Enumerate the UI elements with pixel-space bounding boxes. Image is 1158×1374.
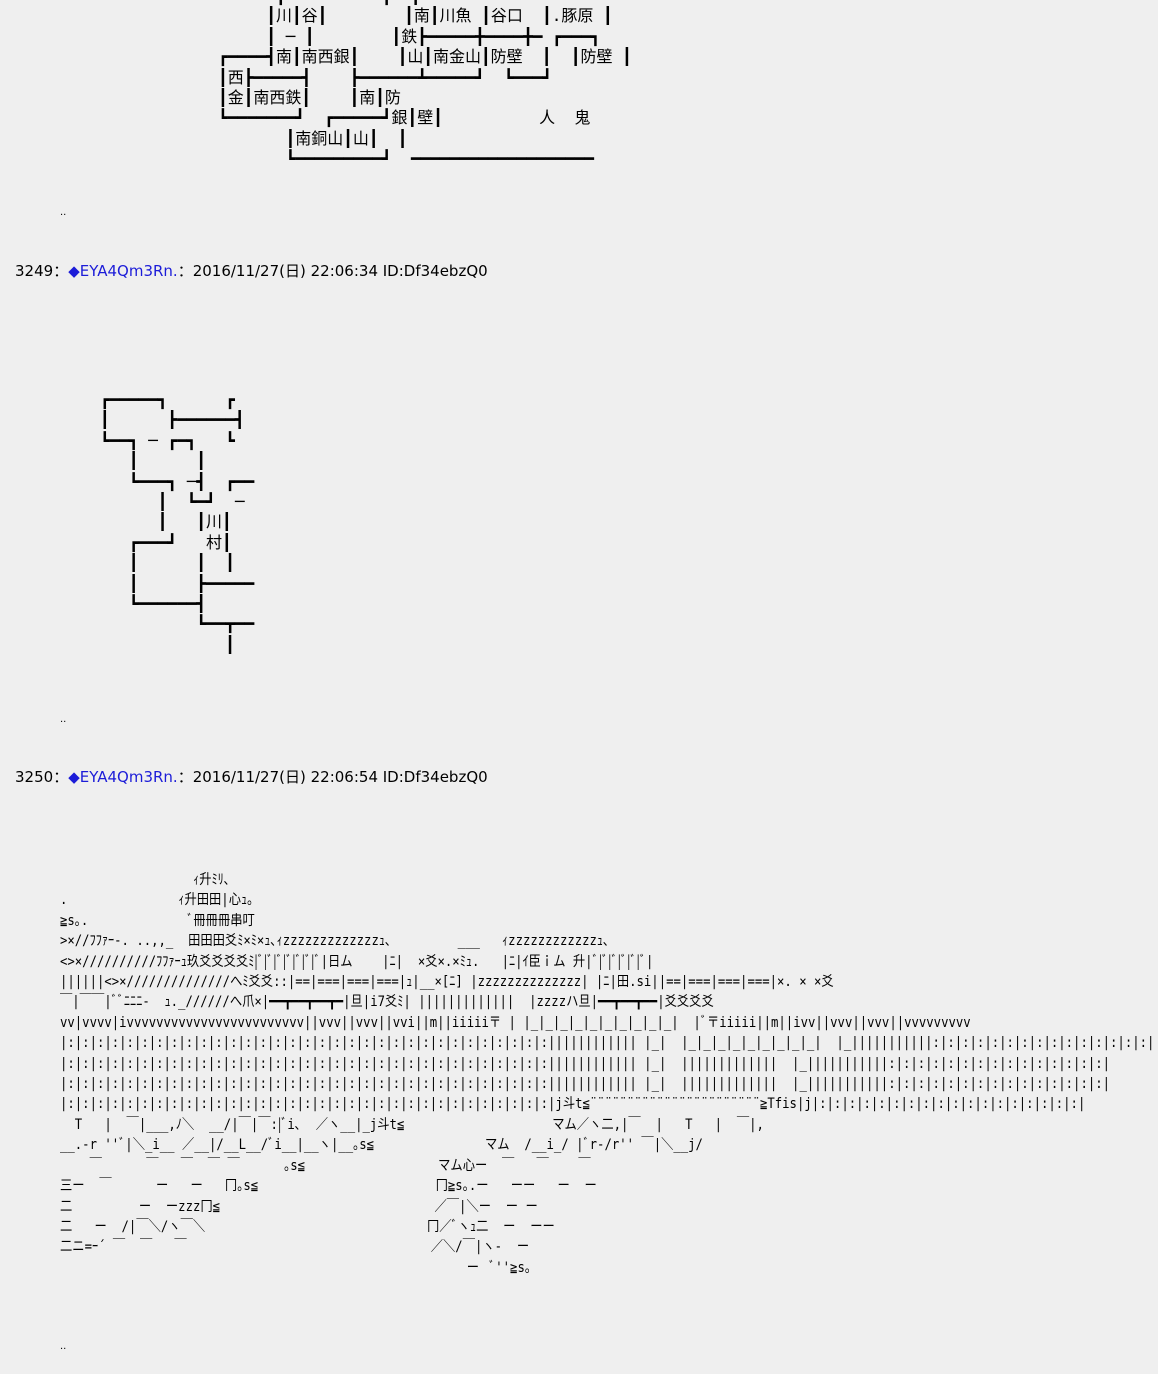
post-number[interactable]: 3250 — [15, 768, 54, 786]
post-trip[interactable]: ◆EYA4Qm3Rn. — [68, 262, 178, 280]
map-ascii-art-top: ┗━━━━━┛ ┏━━━━━━━━━━┓ ┃ ┗━━━┛ ┃川┃谷┃ ┃南┃川魚… — [189, 0, 632, 169]
separator-dots: .. — [60, 1341, 67, 1352]
post-header: 3250：◆EYA4Qm3Rn.：2016/11/27(日) 22:06:54 … — [15, 768, 488, 786]
post-trip[interactable]: ◆EYA4Qm3Rn. — [68, 768, 178, 786]
post-number[interactable]: 3249 — [15, 262, 54, 280]
post-ascii-art: ┏━━━━━┓ ┏ ┃ ┣━━━━━━┫ ┗━━┓ ─ ┏━┓ ┗ ┃ ┃ ┗━… — [100, 390, 255, 654]
separator-dots: .. — [60, 207, 67, 218]
post-separator: ： — [53, 262, 69, 280]
scene-ascii-art: ｨ升ﾐﾘ､ . ｨ升田田|心ｭ｡ ≧s｡. ﾞ冊冊冊串叮 >×//ﾌﾌｧｰ-. … — [60, 872, 1155, 1276]
post-header: 3249：◆EYA4Qm3Rn.：2016/11/27(日) 22:06:34 … — [15, 262, 488, 280]
post-separator: ： — [53, 768, 69, 786]
post-meta: ：2016/11/27(日) 22:06:34 ID:Df34ebzQ0 — [177, 262, 488, 280]
post-meta: ：2016/11/27(日) 22:06:54 ID:Df34ebzQ0 — [177, 768, 488, 786]
separator-dots: .. — [60, 714, 67, 725]
